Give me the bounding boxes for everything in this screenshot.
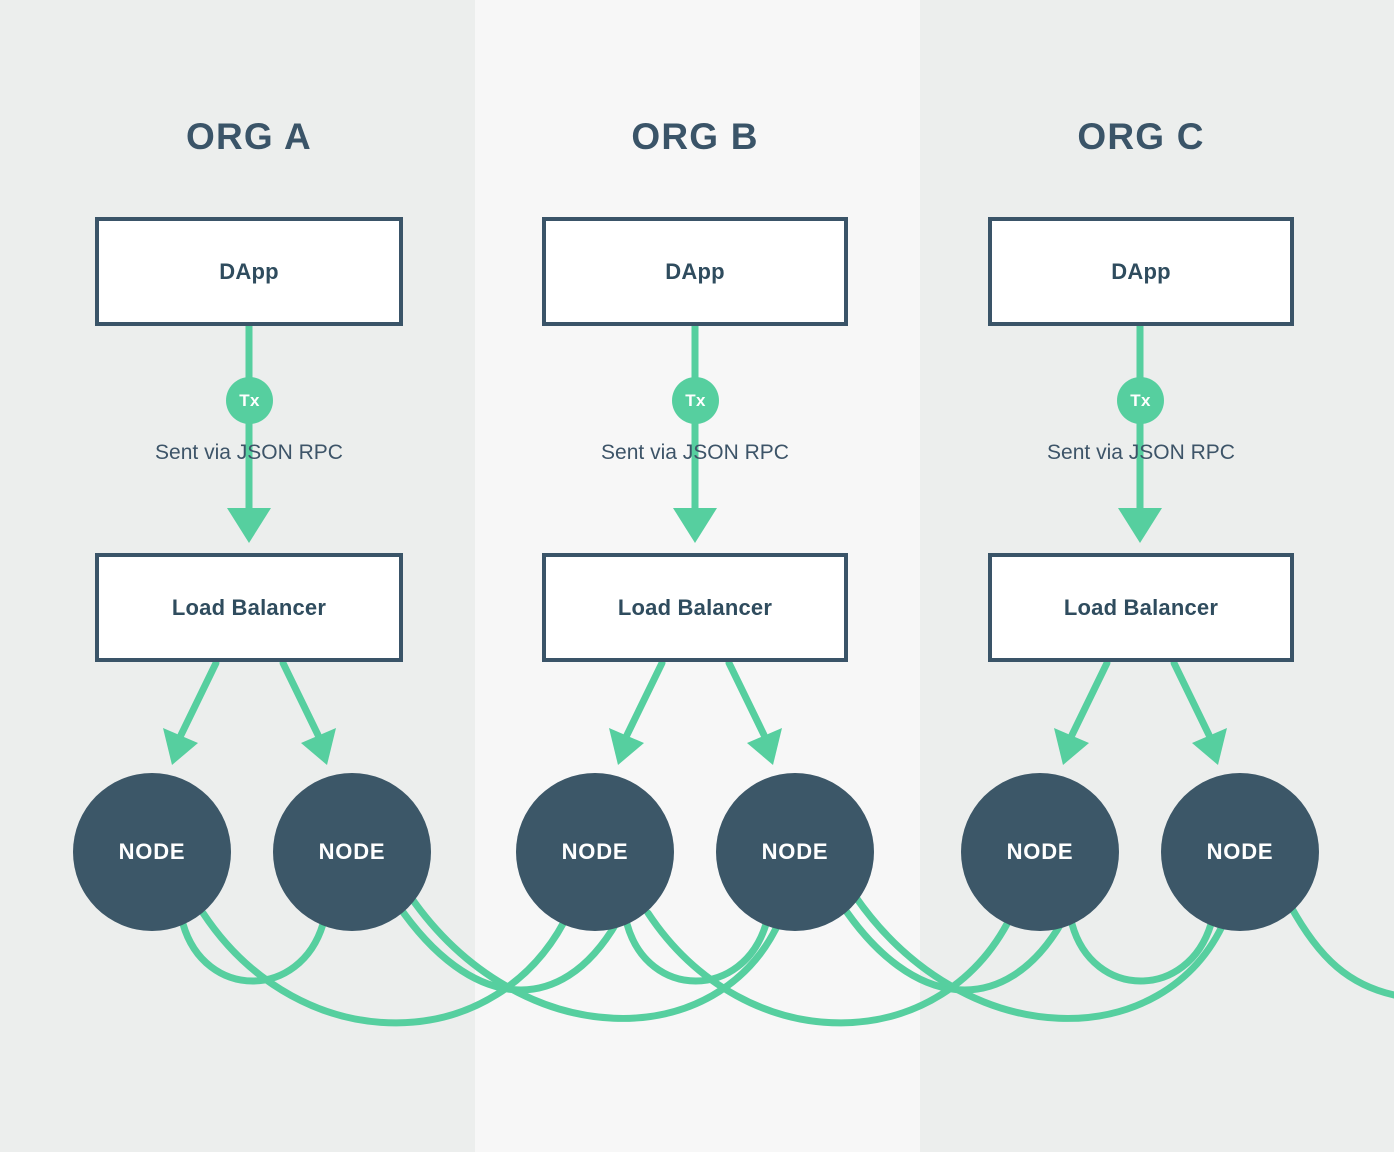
org-b-load-balancer-box[interactable]: Load Balancer [542,553,848,662]
org-a-tx-badge[interactable]: Tx [226,377,273,424]
org-c-rpc-label: Sent via JSON RPC [1047,441,1235,464]
org-c-tx-badge[interactable]: Tx [1117,377,1164,424]
org-a-load-balancer-box[interactable]: Load Balancer [95,553,403,662]
org-b-node-1[interactable]: NODE [516,773,674,931]
org-a-load-balancer-label: Load Balancer [171,594,327,620]
org-a-rpc-label: Sent via JSON RPC [155,441,343,464]
org-b-node-1-label: NODE [561,839,629,864]
org-a-dapp-label: DApp [219,258,279,284]
org-c-node-2[interactable]: NODE [1161,773,1319,931]
org-b-tx-label: Tx [685,390,706,410]
org-a-title: ORG A [186,116,312,157]
org-b-load-balancer-label: Load Balancer [617,594,773,620]
org-c-load-balancer-label: Load Balancer [1063,594,1219,620]
org-a-node-2-label: NODE [318,839,386,864]
org-c-dapp-box[interactable]: DApp [988,217,1294,326]
org-a-node-2[interactable]: NODE [273,773,431,931]
org-a-node-1-label: NODE [118,839,186,864]
org-c-node-1-label: NODE [1006,839,1074,864]
org-b-dapp-label: DApp [665,258,725,284]
org-b-tx-badge[interactable]: Tx [672,377,719,424]
org-b-rpc-label: Sent via JSON RPC [601,441,789,464]
org-c-load-balancer-box[interactable]: Load Balancer [988,553,1294,662]
org-c-title: ORG C [1077,116,1205,157]
org-a-node-1[interactable]: NODE [73,773,231,931]
org-c-node-2-label: NODE [1206,839,1274,864]
org-b-node-2[interactable]: NODE [716,773,874,931]
org-c-dapp-label: DApp [1111,258,1171,284]
org-c-node-1[interactable]: NODE [961,773,1119,931]
org-b-node-2-label: NODE [761,839,829,864]
org-b-dapp-box[interactable]: DApp [542,217,848,326]
org-a-dapp-box[interactable]: DApp [95,217,403,326]
org-c-tx-label: Tx [1130,390,1151,410]
org-a-tx-label: Tx [239,390,260,410]
org-b-title: ORG B [631,116,759,157]
